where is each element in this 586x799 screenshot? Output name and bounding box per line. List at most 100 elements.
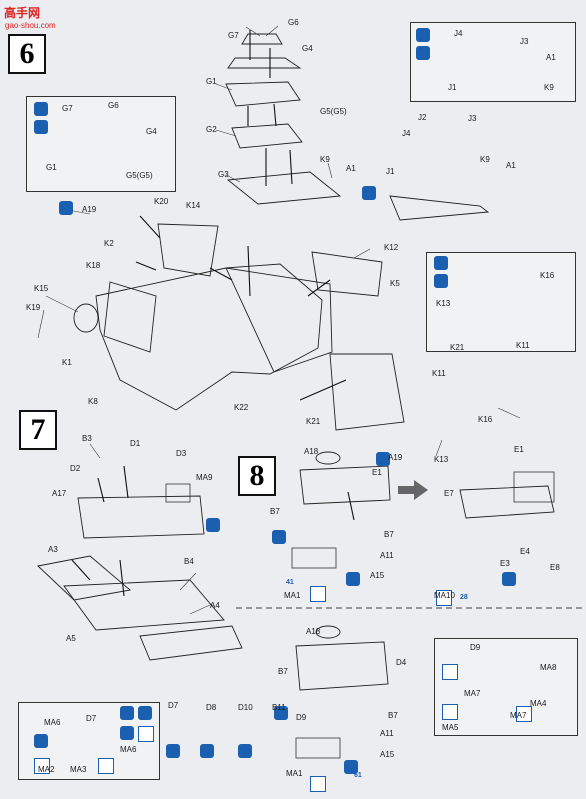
part-k11 [329, 353, 405, 431]
inset-k11 [426, 252, 576, 352]
part-label: B4 [184, 557, 194, 566]
part-label: K13 [436, 299, 451, 308]
part-label: MA6 [120, 745, 137, 754]
part-d-body [77, 495, 205, 539]
paint-icon [434, 256, 448, 270]
part-label: K11 [432, 369, 446, 378]
part-label: D8 [206, 703, 217, 712]
part-label: K8 [88, 397, 98, 406]
part-label: A5 [66, 634, 76, 643]
part-label: A1 [346, 164, 356, 173]
paint-icon [416, 28, 430, 42]
part-label: A1 [506, 161, 516, 170]
drop-icon [346, 572, 360, 586]
part-label: MA7 [510, 711, 527, 720]
part-label: K2 [104, 239, 114, 248]
part-label: J4 [402, 129, 411, 138]
part-label: A11 [380, 551, 394, 560]
cement-icon [434, 274, 448, 288]
drop-icon [502, 572, 516, 586]
part-label: A11 [380, 729, 394, 738]
part-label: B7 [278, 667, 288, 676]
inset-ma8 [434, 638, 578, 736]
hatch-g1-collar [225, 81, 301, 107]
part-label: E7 [444, 489, 454, 498]
part-label: A15 [370, 571, 385, 580]
paint-icon [138, 706, 152, 720]
drop-icon [34, 734, 48, 748]
result-arrow [398, 480, 428, 500]
part-label: K22 [234, 403, 249, 412]
inset-hatch-j [410, 22, 576, 102]
part-label: K14 [186, 201, 201, 210]
part-label: A4 [210, 601, 220, 610]
part-label: K21 [306, 417, 321, 426]
part-label: G1 [206, 77, 217, 86]
part-label: MA3 [70, 765, 87, 774]
step-6-number: 6 [8, 34, 46, 74]
hatch-g4-frame [227, 57, 302, 69]
part-label: J3 [520, 37, 529, 46]
bend-icon [98, 758, 114, 774]
part-label: MA6 [44, 718, 61, 727]
part-label: MA2 [38, 765, 55, 774]
cement-icon [34, 120, 48, 134]
part-label: K20 [154, 197, 169, 206]
fold-up-icon [310, 776, 326, 792]
part-label: G4 [302, 44, 313, 53]
part-label: MA1 [284, 591, 301, 600]
part-j1-plate [389, 195, 490, 221]
part-k5 [311, 251, 383, 297]
part-label: B11 [272, 703, 286, 712]
part-label: MA1 [286, 769, 303, 778]
fold-up-icon [34, 758, 50, 774]
part-label: G1 [46, 163, 57, 172]
part-label: K1 [62, 358, 72, 367]
part-label: E3 [500, 559, 510, 568]
part-label: E1 [514, 445, 524, 454]
part-k18 [103, 281, 157, 353]
part-label: B7 [388, 711, 398, 720]
part-label: MA9 [196, 473, 213, 482]
part-e-assembly [459, 485, 555, 519]
part-label: D9 [470, 643, 481, 652]
drop-icon [516, 706, 532, 722]
part-label: K12 [384, 243, 399, 252]
part-label: MA10 [434, 591, 455, 600]
fold-up-icon [436, 590, 452, 606]
drop-icon [200, 744, 214, 758]
part-label: E4 [520, 547, 530, 556]
part-e1-frame [299, 465, 391, 505]
fold-up-icon [442, 704, 458, 720]
part-label: B3 [82, 434, 92, 443]
part-label: G2 [206, 125, 217, 134]
part-label: D7 [168, 701, 179, 710]
cement-icon [59, 201, 73, 215]
part-label: K9 [480, 155, 490, 164]
watermark-logo: 高手网 [4, 6, 41, 20]
drop-icon [206, 518, 220, 532]
part-label: J2 [418, 113, 427, 122]
part-label: G3 [218, 170, 229, 179]
fold-up-icon [310, 586, 326, 602]
part-label: K9 [544, 83, 554, 92]
part-label: J3 [468, 114, 477, 123]
part-label: MA7 [464, 689, 481, 698]
part-label: A19 [388, 453, 403, 462]
hull-side [95, 263, 323, 411]
part-label: D7 [86, 714, 97, 723]
part-label: D4 [396, 658, 407, 667]
drop-icon [272, 530, 286, 544]
part-label: G6 [288, 18, 299, 27]
part-label: K18 [86, 261, 101, 270]
hatch-g2-ring [231, 123, 303, 149]
part-label: D1 [130, 439, 141, 448]
part-label: K19 [26, 303, 41, 312]
cement-icon [362, 186, 376, 200]
part-label: K15 [34, 284, 49, 293]
cement-icon [376, 452, 390, 466]
part-label: K16 [478, 415, 493, 424]
hatch-g6-lid [241, 33, 283, 45]
